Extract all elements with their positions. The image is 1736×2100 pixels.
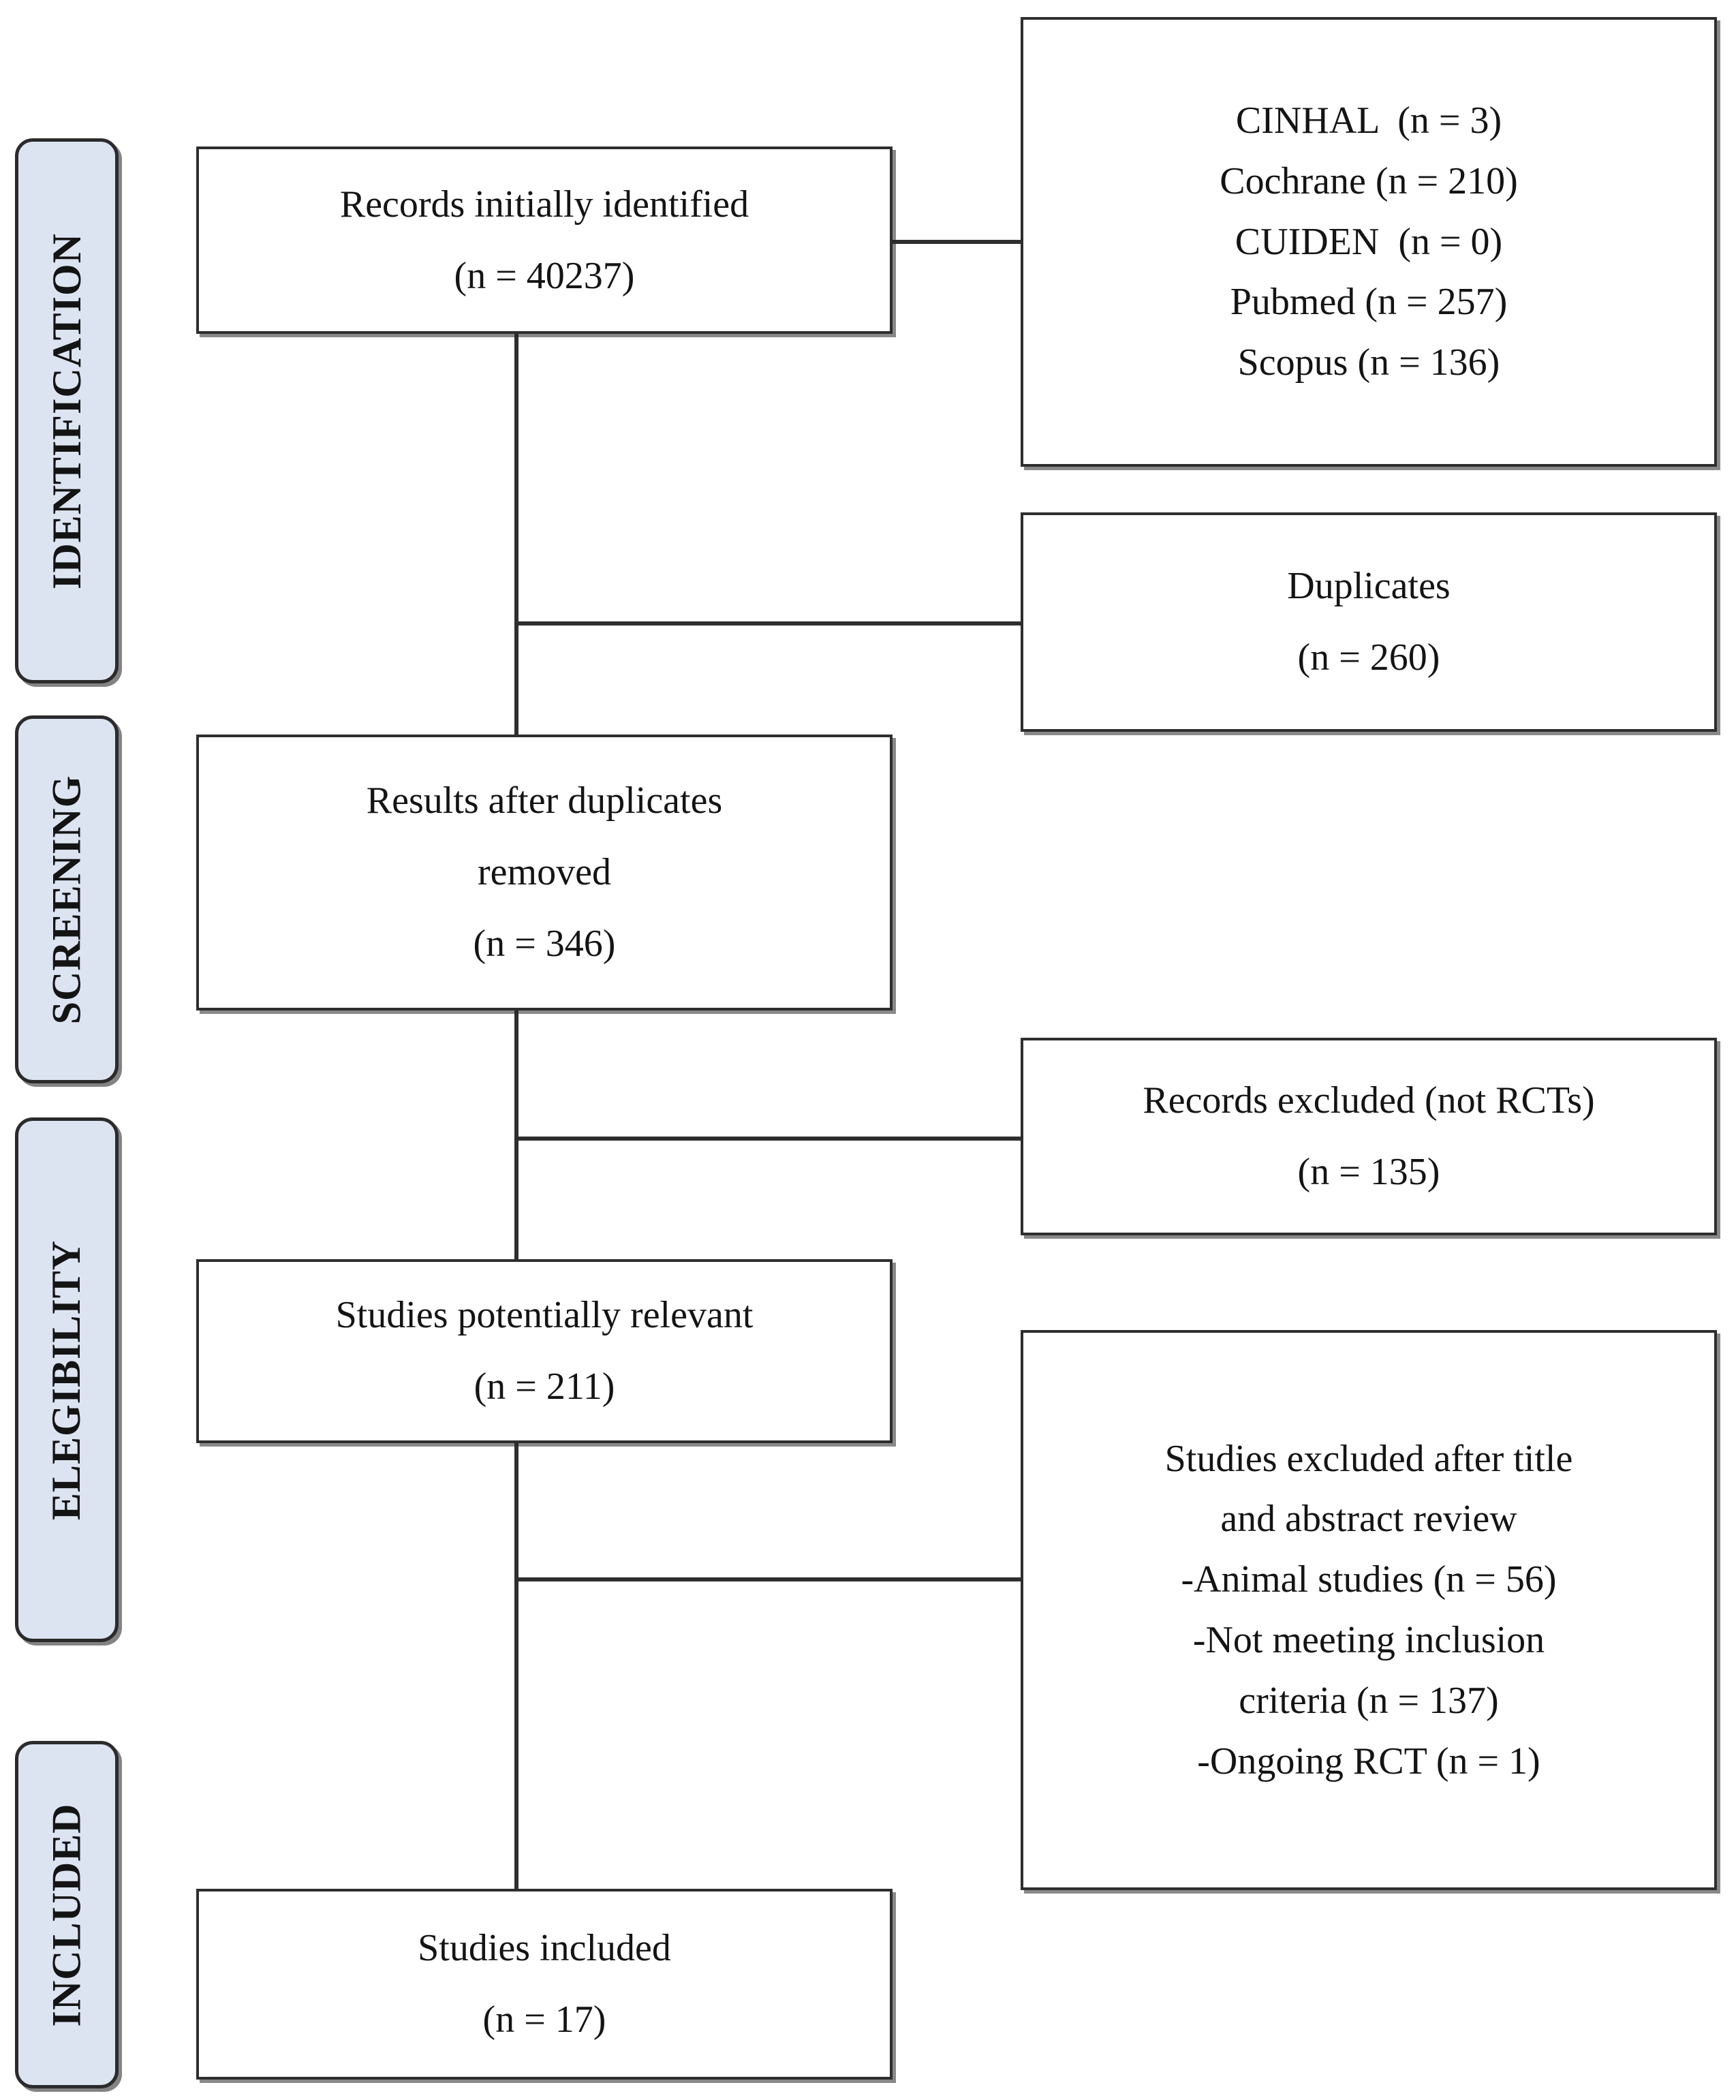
box-line: (n = 135): [1297, 1151, 1440, 1193]
stage-tab-screening-label: SCREENING: [44, 775, 89, 1024]
box-line: Studies excluded after title: [1164, 1437, 1573, 1480]
box-line: and abstract review: [1220, 1498, 1517, 1541]
connector-records-to-databases: [893, 240, 1022, 244]
box-line: -Animal studies (n = 56): [1181, 1558, 1557, 1601]
connector-trunk-to-duplicates: [514, 621, 1022, 626]
stage-tab-elegibility-label: ELEGIBILITY: [44, 1239, 89, 1520]
connector-trunk-eligibility-to-included: [514, 1441, 518, 1891]
box-results-after-duplicates-removed[interactable]: Results after duplicates removed (n = 34…: [196, 735, 893, 1010]
box-studies-included[interactable]: Studies included (n = 17): [196, 1889, 893, 2080]
stage-tab-included[interactable]: INCLUDED: [15, 1741, 119, 2088]
box-line: Duplicates: [1287, 565, 1451, 608]
box-line: Scopus (n = 136): [1237, 341, 1500, 384]
box-records-initially-identified[interactable]: Records initially identified (n = 40237): [196, 146, 893, 334]
box-line: (n = 346): [473, 922, 616, 965]
stage-tab-elegibility[interactable]: ELEGIBILITY: [15, 1117, 119, 1642]
box-line: Records initially identified: [339, 183, 749, 226]
box-line: -Ongoing RCT (n = 1): [1197, 1740, 1540, 1782]
box-line: (n = 17): [482, 1998, 606, 2041]
connector-trunk-to-studies-excluded: [514, 1577, 1022, 1581]
box-line: Studies included: [418, 1927, 671, 1970]
box-line: Cochrane (n = 210): [1220, 159, 1518, 202]
box-database-breakdown[interactable]: CINHAL (n = 3) Cochrane (n = 210) CUIDEN…: [1021, 17, 1717, 467]
box-studies-potentially-relevant[interactable]: Studies potentially relevant (n = 211): [196, 1259, 893, 1443]
connector-trunk-identification-to-screening: [514, 334, 518, 736]
box-line: CINHAL (n = 3): [1235, 99, 1502, 142]
box-line: Studies potentially relevant: [335, 1294, 754, 1337]
box-duplicates[interactable]: Duplicates (n = 260): [1021, 512, 1717, 732]
box-line: removed: [478, 851, 611, 894]
box-line: (n = 40237): [454, 254, 635, 297]
stage-tab-identification-label: IDENTIFICATION: [44, 232, 89, 589]
box-records-excluded-not-rcts[interactable]: Records excluded (not RCTs) (n = 135): [1021, 1038, 1717, 1235]
box-studies-excluded-after-title-abstract-review[interactable]: Studies excluded after title and abstrac…: [1021, 1330, 1717, 1890]
box-line: Results after duplicates: [366, 779, 723, 822]
box-line: -Not meeting inclusion: [1192, 1619, 1545, 1661]
box-line: Pubmed (n = 257): [1230, 281, 1508, 324]
box-line: criteria (n = 137): [1239, 1679, 1499, 1722]
box-line: (n = 211): [474, 1365, 615, 1408]
connector-trunk-to-records-excluded: [514, 1137, 1022, 1141]
stage-tab-identification[interactable]: IDENTIFICATION: [15, 138, 119, 683]
box-line: Records excluded (not RCTs): [1143, 1079, 1595, 1122]
stage-tab-screening[interactable]: SCREENING: [15, 715, 119, 1083]
connector-trunk-screening-to-eligibility: [514, 1008, 518, 1284]
box-line: (n = 260): [1297, 636, 1440, 679]
stage-tab-included-label: INCLUDED: [44, 1802, 89, 2027]
box-line: CUIDEN (n = 0): [1235, 220, 1503, 263]
